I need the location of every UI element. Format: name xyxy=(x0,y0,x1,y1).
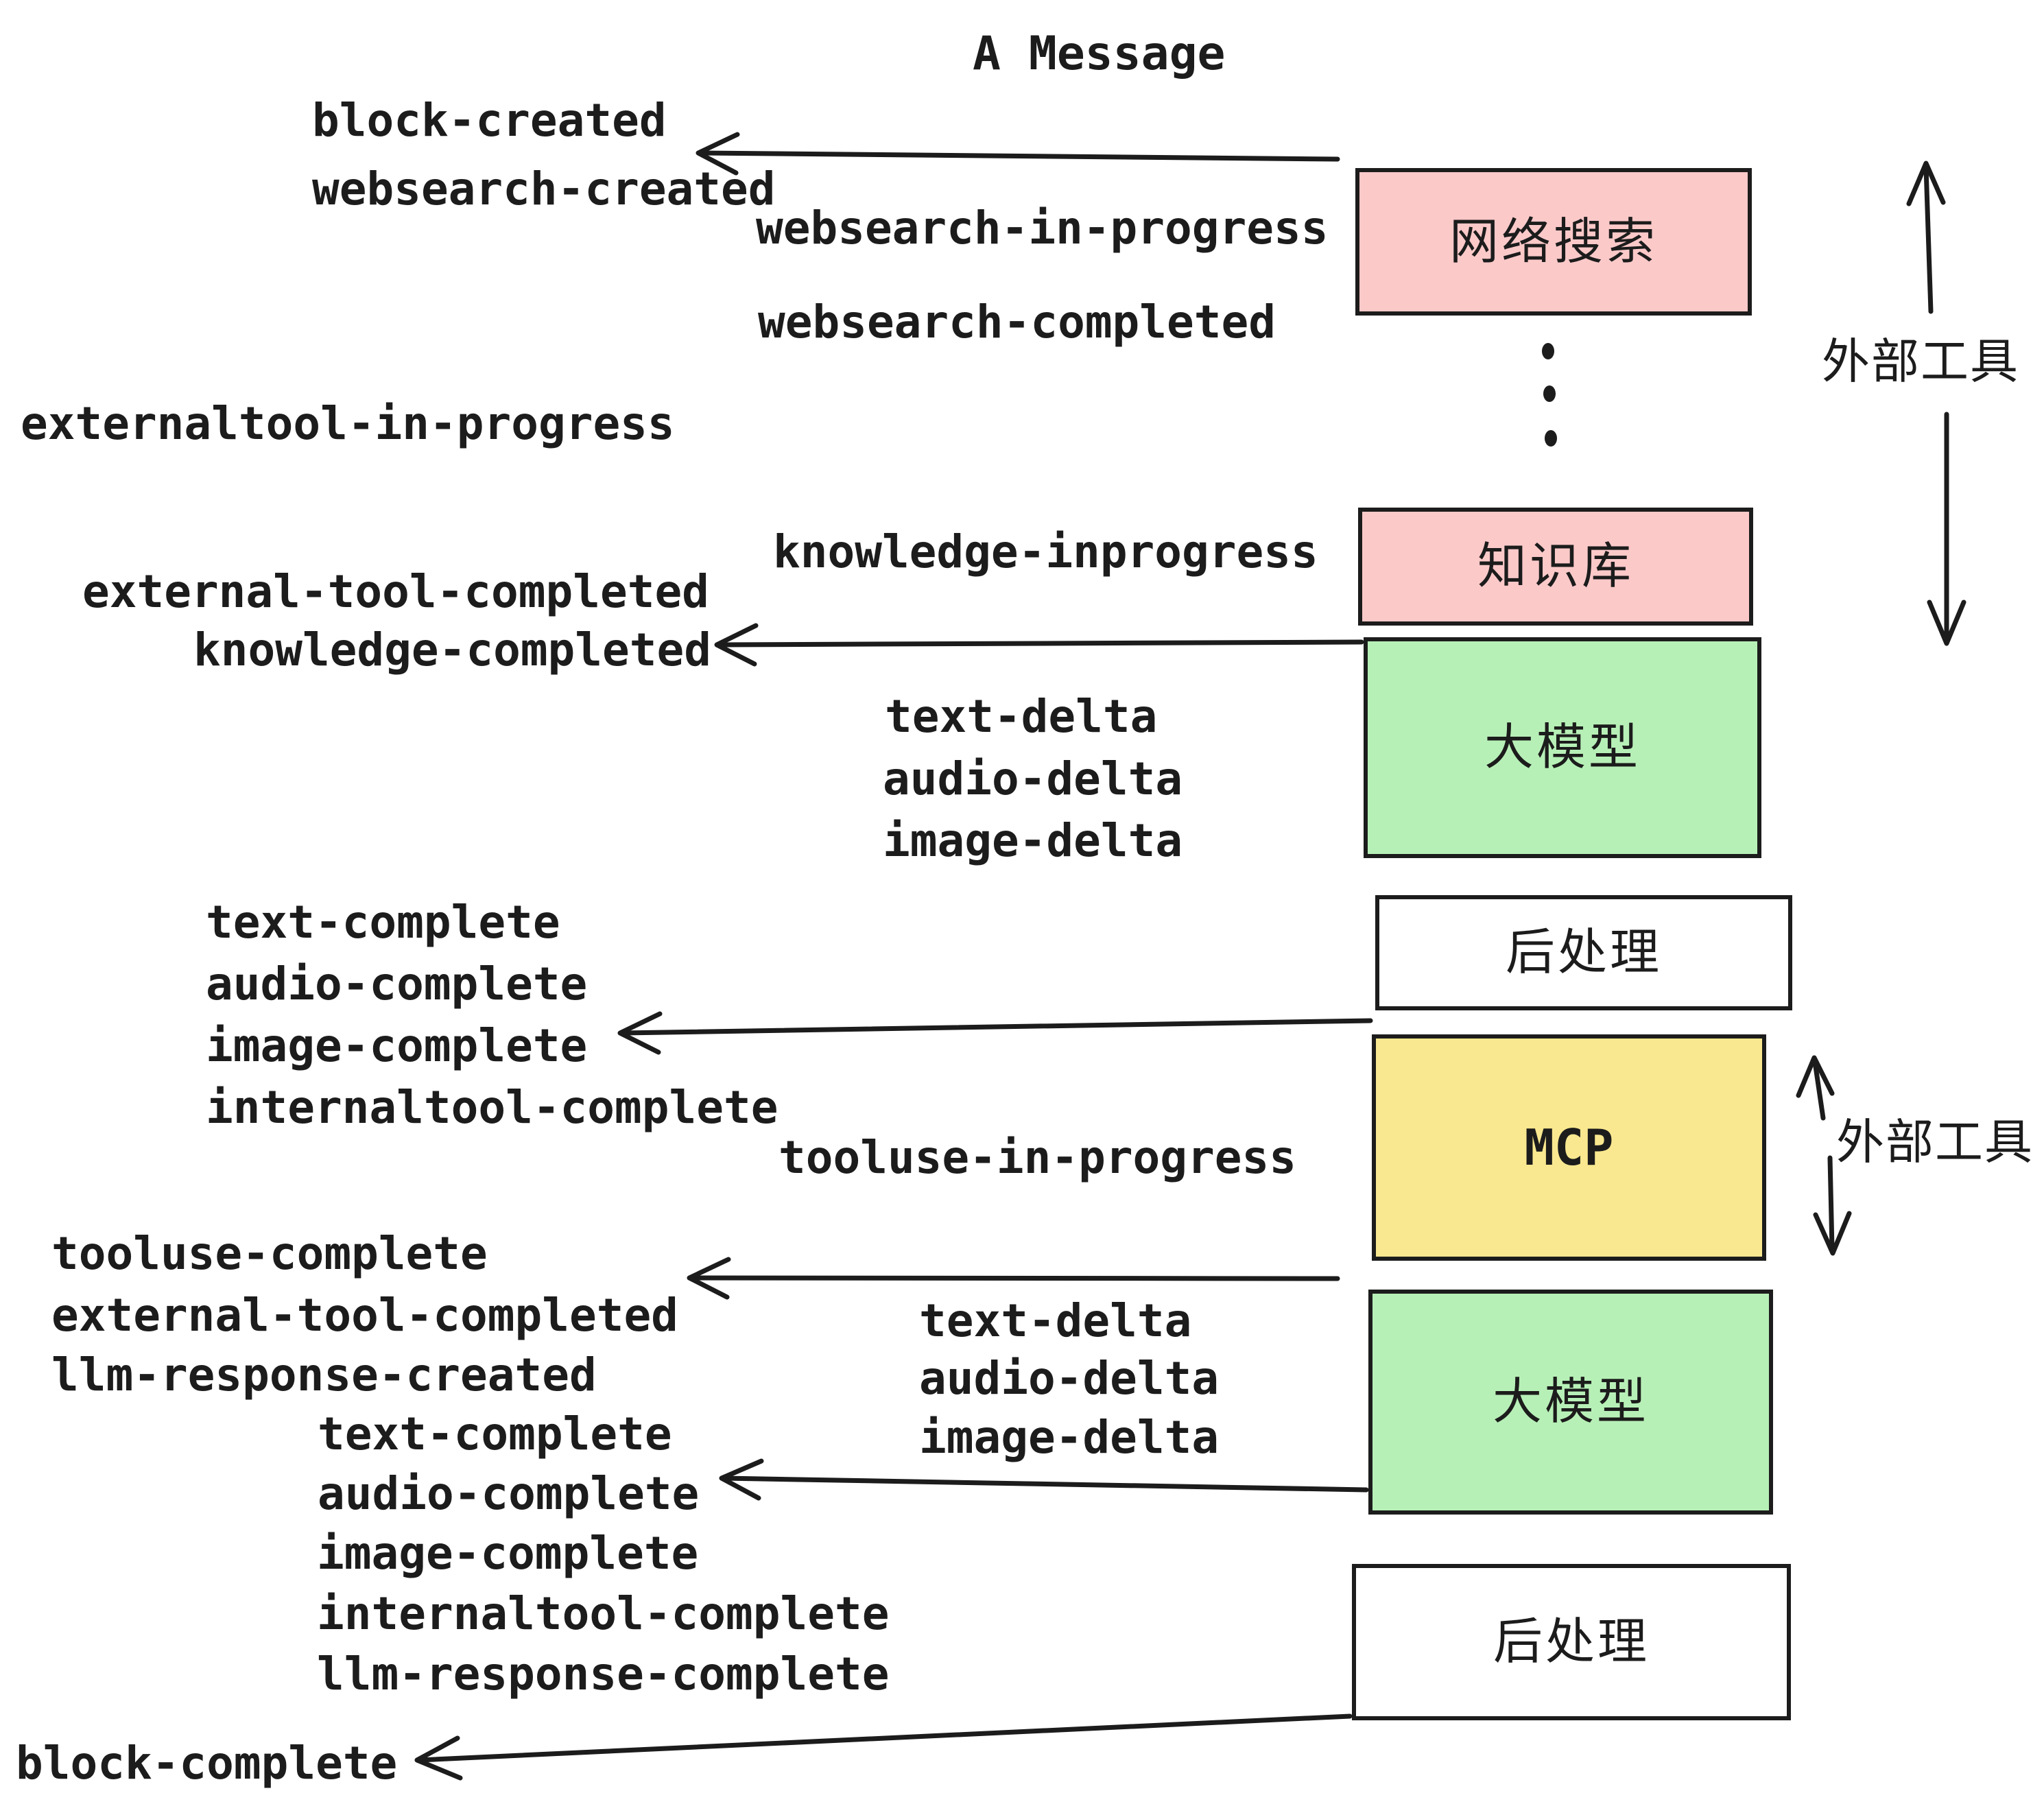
event-block-complete: block-complete xyxy=(16,1737,398,1790)
arrow-block-created-head xyxy=(696,132,740,176)
event-audio-complete-1: audio-complete xyxy=(206,958,588,1010)
box-knowledge: 知识库 xyxy=(1358,508,1753,626)
external-tools-up-arrow-1 xyxy=(1923,165,1934,314)
event-audio-complete-2: audio-complete xyxy=(318,1467,700,1520)
external-tools-down-arrow-2 xyxy=(1827,1155,1835,1251)
arrow-block-created xyxy=(698,150,1340,162)
ellipsis-dot xyxy=(1543,385,1556,402)
event-websearch-in-progress: websearch-in-progress xyxy=(756,202,1329,254)
event-llm-response-created: llm-response-created xyxy=(51,1349,597,1401)
arrow-image-complete-head xyxy=(617,1011,663,1055)
event-text-complete-2: text-complete xyxy=(318,1408,672,1460)
side-label-external-tools-1: 外部工具 xyxy=(1822,335,2019,388)
event-external-tool-completed-1: external-tool-completed xyxy=(82,565,709,618)
event-external-tool-completed-2: external-tool-completed xyxy=(51,1289,678,1342)
box-llm-2: 大模型 xyxy=(1368,1290,1773,1515)
event-audio-delta-2: audio-delta xyxy=(919,1352,1220,1405)
event-knowledge-inprogress: knowledge-inprogress xyxy=(773,525,1318,578)
ellipsis-dot xyxy=(1545,430,1557,447)
box-websearch: 网络搜索 xyxy=(1355,168,1752,316)
arrow-tooluse-complete xyxy=(689,1275,1340,1281)
event-image-complete-2: image-complete xyxy=(317,1527,699,1580)
event-llm-response-complete: llm-response-complete xyxy=(317,1648,890,1700)
external-tools-down-arrow-2-head xyxy=(1813,1211,1852,1256)
arrow-audio-complete-head xyxy=(719,1458,764,1501)
external-tools-up-arrow-2-head xyxy=(1796,1055,1835,1098)
box-postprocess-2: 后处理 xyxy=(1352,1564,1791,1720)
arrow-image-complete xyxy=(620,1018,1373,1036)
event-websearch-completed: websearch-completed xyxy=(758,296,1276,348)
event-image-delta-1: image-delta xyxy=(883,814,1183,867)
event-internaltool-complete-2: internaltool-complete xyxy=(317,1587,890,1640)
box-knowledge-label: 知识库 xyxy=(1477,539,1634,594)
box-llm-2-label: 大模型 xyxy=(1492,1375,1649,1429)
event-audio-delta-1: audio-delta xyxy=(883,752,1183,805)
arrow-block-complete-head xyxy=(414,1735,463,1781)
event-tooluse-complete: tooluse-complete xyxy=(51,1227,488,1280)
event-internaltool-complete-1: internaltool-complete xyxy=(206,1081,779,1134)
event-websearch-created: websearch-created xyxy=(312,163,776,215)
event-text-delta-2: text-delta xyxy=(919,1294,1192,1347)
box-postprocess-1: 后处理 xyxy=(1375,895,1792,1010)
box-postprocess-2-label: 后处理 xyxy=(1493,1615,1650,1670)
arrow-audio-complete xyxy=(722,1475,1369,1493)
event-image-complete-1: image-complete xyxy=(206,1019,588,1072)
box-websearch-label: 网络搜索 xyxy=(1449,214,1658,270)
box-llm-1-label: 大模型 xyxy=(1484,720,1641,775)
external-tools-up-arrow-1-head xyxy=(1906,161,1946,206)
arrow-block-complete xyxy=(417,1713,1353,1763)
event-block-created: block-created xyxy=(312,94,667,147)
event-externaltool-in-progress: externaltool-in-progress xyxy=(21,397,675,450)
box-postprocess-1-label: 后处理 xyxy=(1505,925,1662,980)
arrow-knowledge-completed xyxy=(717,639,1364,648)
external-tools-up-arrow-2 xyxy=(1812,1059,1826,1121)
event-text-complete-1: text-complete xyxy=(206,896,560,949)
event-image-delta-2: image-delta xyxy=(919,1411,1220,1464)
external-tools-down-arrow-1-head xyxy=(1927,600,1966,646)
arrow-tooluse-complete-head xyxy=(687,1257,731,1300)
arrow-knowledge-completed-head xyxy=(714,623,759,667)
box-mcp: MCP xyxy=(1372,1034,1766,1261)
box-llm-1: 大模型 xyxy=(1364,637,1761,858)
box-mcp-label: MCP xyxy=(1524,1119,1614,1176)
event-text-delta-1: text-delta xyxy=(885,690,1158,743)
event-knowledge-completed: knowledge-completed xyxy=(193,624,711,676)
event-tooluse-in-progress: tooluse-in-progress xyxy=(779,1131,1296,1184)
side-label-external-tools-2: 外部工具 xyxy=(1836,1115,2034,1169)
ellipsis-dot xyxy=(1542,343,1554,359)
diagram-title: A Message xyxy=(973,27,1226,81)
